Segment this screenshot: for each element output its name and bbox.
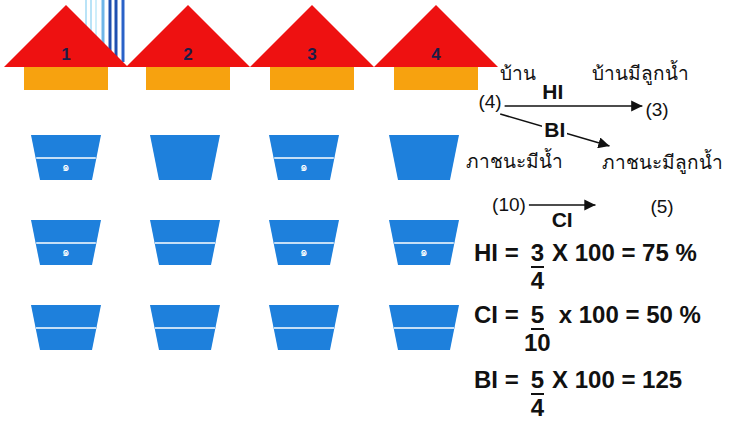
house-base bbox=[146, 66, 230, 90]
roof-triangle bbox=[126, 5, 250, 67]
dry-container bbox=[389, 135, 459, 180]
roof-triangle bbox=[374, 5, 498, 67]
count-heading: บ้าน bbox=[500, 62, 536, 86]
flow-arrow bbox=[529, 204, 596, 206]
dry-container bbox=[150, 135, 220, 180]
count-value: (5) bbox=[650, 195, 673, 219]
container-body bbox=[269, 135, 339, 180]
count-value: (10) bbox=[492, 193, 526, 217]
count-value: (4) bbox=[478, 90, 501, 114]
house-roof: 3 bbox=[250, 5, 374, 67]
stripe bbox=[115, 0, 118, 60]
empty-containers bbox=[31, 135, 459, 350]
roof-triangle bbox=[4, 5, 128, 67]
house-bases bbox=[24, 66, 478, 90]
count-heading: ภาชนะมีน้ำ bbox=[466, 150, 563, 174]
formula-text: x 100 = 50 % bbox=[559, 302, 701, 328]
house-number: 3 bbox=[307, 45, 316, 65]
index-label: BI bbox=[542, 119, 567, 141]
water-level bbox=[274, 327, 334, 329]
water-container bbox=[31, 305, 101, 350]
house-base bbox=[24, 66, 108, 90]
container-body bbox=[389, 220, 459, 265]
water-container bbox=[150, 305, 220, 350]
water-level bbox=[155, 242, 215, 244]
formula-text: 5 bbox=[531, 302, 544, 330]
count-group: บ้าน(4) bbox=[475, 90, 504, 114]
larva-mark: ๑ bbox=[300, 160, 308, 180]
water-level bbox=[394, 242, 454, 244]
water-container bbox=[269, 305, 339, 350]
formula-text: 4 bbox=[531, 395, 544, 421]
larva-mark: ๑ bbox=[420, 245, 428, 265]
formula-text: CI = bbox=[474, 302, 519, 328]
larva-mark: ๑ bbox=[62, 160, 70, 180]
water-level bbox=[274, 157, 334, 159]
water-level bbox=[155, 327, 215, 329]
index-label: HI bbox=[540, 81, 565, 103]
formula-text: 3 bbox=[531, 240, 544, 268]
water-level bbox=[36, 327, 96, 329]
water-container: ๑ bbox=[269, 135, 339, 180]
formula-text: 5 bbox=[531, 367, 544, 395]
formula-text: HI = bbox=[474, 240, 519, 266]
container-body bbox=[31, 135, 101, 180]
index-label: CI bbox=[550, 209, 575, 231]
container-body bbox=[31, 220, 101, 265]
water-container bbox=[150, 220, 220, 265]
water-container: ๑ bbox=[389, 220, 459, 265]
formula-text: BI = bbox=[474, 367, 519, 393]
house-roof: 4 bbox=[374, 5, 498, 67]
count-value: (3) bbox=[645, 98, 668, 122]
larva-mark: ๑ bbox=[300, 245, 308, 265]
water-container bbox=[389, 305, 459, 350]
water-level bbox=[394, 327, 454, 329]
water-container: ๑ bbox=[269, 220, 339, 265]
container-body bbox=[269, 220, 339, 265]
count-heading: ภาชนะมีลูกน้ำ bbox=[602, 151, 723, 175]
house-number: 1 bbox=[61, 45, 70, 65]
count-heading: บ้านมีลูกน้ำ bbox=[592, 62, 689, 86]
house-roof: 2 bbox=[126, 5, 250, 67]
stripe bbox=[122, 0, 125, 62]
flow-arrow bbox=[500, 114, 609, 146]
formula-text: X 100 = 75 % bbox=[552, 240, 697, 266]
formula-text: X 100 = 125 bbox=[552, 367, 682, 393]
house-number: 2 bbox=[183, 45, 192, 65]
formula-text: 4 bbox=[531, 268, 544, 294]
house-roof: 1 bbox=[4, 5, 128, 67]
house-base bbox=[394, 66, 478, 90]
water-level bbox=[36, 157, 96, 159]
house-base bbox=[270, 66, 354, 90]
water-levels bbox=[36, 243, 454, 328]
flow-arrow bbox=[505, 105, 643, 107]
water-container: ๑ bbox=[31, 135, 101, 180]
water-level bbox=[274, 242, 334, 244]
count-group: ภาชนะมีลูกน้ำ (5) bbox=[596, 146, 729, 221]
count-group: ภาชนะมีน้ำ(10) bbox=[489, 193, 529, 217]
larva-mark: ๑ bbox=[62, 245, 70, 265]
roof-triangle bbox=[250, 5, 374, 67]
water-level bbox=[36, 242, 96, 244]
count-group: บ้านมีลูกน้ำ(3) bbox=[642, 98, 671, 122]
house-number: 4 bbox=[431, 45, 440, 65]
formula-text: 10 bbox=[524, 330, 551, 356]
water-container: ๑ bbox=[31, 220, 101, 265]
